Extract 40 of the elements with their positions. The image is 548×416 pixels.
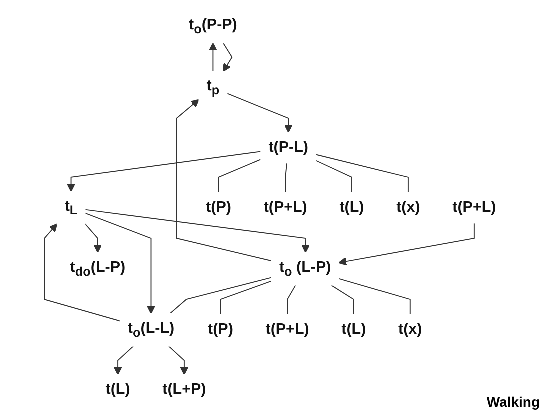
arrow [114, 346, 134, 376]
connector [330, 284, 354, 316]
arrow [338, 222, 475, 266]
node-text: t(L) [340, 199, 364, 216]
connector [220, 280, 272, 316]
node-text: t$_{o}$(L-L) [128, 320, 174, 340]
node-text: t(P) [206, 199, 232, 216]
node-text: t$_{p}$ [206, 78, 220, 98]
node-text: t$_{o}$(P-P) [188, 17, 238, 36]
node-text: t(P-L) [268, 139, 308, 156]
connector [338, 278, 411, 316]
node-text: t(L+P) [162, 382, 206, 398]
connector [315, 160, 352, 194]
connector [218, 159, 262, 194]
connector [286, 284, 296, 316]
node-text: t(P+L) [452, 199, 496, 216]
connector [169, 277, 272, 314]
note-text: Walking [486, 394, 540, 410]
node-text: t$_{L}$ [64, 198, 78, 218]
node-text: t(P+L) [266, 322, 310, 338]
node-text: t(x) [398, 322, 422, 338]
arrow [66, 151, 262, 192]
arrow [226, 93, 293, 134]
arrow [84, 209, 310, 254]
arrow [208, 42, 218, 72]
arrow [222, 42, 233, 72]
arrow [176, 99, 272, 262]
arrow [84, 212, 156, 314]
connector [315, 154, 409, 194]
arrow [84, 224, 102, 254]
node-text: t(P) [208, 322, 234, 338]
arrow [44, 224, 121, 322]
arrow [168, 346, 188, 376]
node-text: t(x) [396, 199, 420, 216]
node-text: t(P+L) [264, 199, 308, 216]
connector [284, 162, 288, 194]
node-text: t$_{do}$(L-P) [70, 259, 126, 279]
node-text: t(L) [106, 382, 130, 398]
node-text: t(L) [341, 322, 366, 338]
node-text: t$_{o}$ (L-P) [279, 259, 331, 279]
